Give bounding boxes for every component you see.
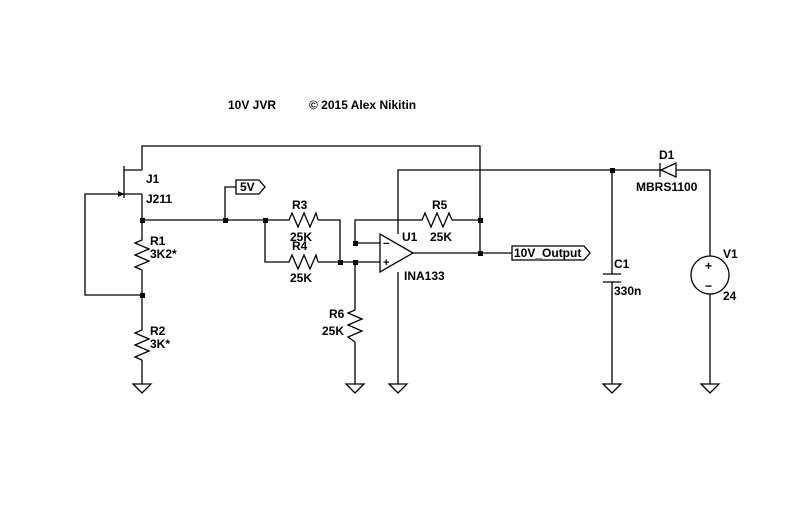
copyright-notice: © 2015 Alex Nikitin bbox=[309, 98, 416, 112]
opamp-noninverting-sign: + bbox=[383, 257, 389, 269]
voltage-source-v1[interactable]: + − V1 24 bbox=[690, 247, 738, 303]
wire-r4-left bbox=[264, 220, 285, 263]
wire-5v-label bbox=[224, 186, 236, 220]
resistor-r3[interactable]: R3 25K bbox=[285, 198, 319, 244]
junction-dot bbox=[223, 218, 228, 223]
v1-minus-sign: − bbox=[705, 279, 712, 293]
resistor-r6-body bbox=[346, 306, 364, 343]
wire-r5-left bbox=[354, 219, 418, 243]
r3-ref: R3 bbox=[292, 198, 308, 212]
v1-ref: V1 bbox=[723, 247, 738, 261]
net-label-5v[interactable]: 5V bbox=[235, 179, 266, 195]
jfet-gate-arrow bbox=[118, 191, 124, 197]
resistor-r1-body bbox=[133, 236, 151, 271]
r6-value: 25K bbox=[322, 324, 344, 338]
r4-value: 25K bbox=[290, 271, 312, 285]
ground-icon bbox=[601, 383, 623, 394]
r2-value: 3K* bbox=[150, 337, 170, 351]
opamp-inverting-sign: − bbox=[383, 238, 389, 250]
resistor-r2[interactable]: R2 3K* bbox=[133, 324, 170, 361]
v1-plus-sign: + bbox=[705, 259, 712, 273]
junction-dot bbox=[353, 260, 358, 265]
d1-ref: D1 bbox=[659, 148, 675, 162]
net-label-output[interactable]: 10V_Output bbox=[511, 245, 591, 261]
capacitor-c1[interactable]: C1 330n bbox=[603, 257, 641, 298]
ground-icon bbox=[131, 383, 153, 394]
diode-triangle bbox=[659, 161, 677, 179]
r3-value: 25K bbox=[290, 230, 312, 244]
schematic-title: 10V JVR bbox=[228, 98, 276, 112]
r5-ref: R5 bbox=[432, 198, 448, 212]
wire-gate-loop bbox=[84, 193, 142, 296]
resistor-r5[interactable]: R5 25K bbox=[418, 198, 453, 244]
junction-dot bbox=[353, 241, 358, 246]
c1-ref: C1 bbox=[614, 257, 630, 271]
junction-dot bbox=[263, 218, 268, 223]
resistor-r5-body bbox=[418, 211, 453, 229]
j1-ref: J1 bbox=[146, 172, 160, 186]
ground-icon bbox=[387, 383, 409, 394]
r1-value: 3K2* bbox=[150, 247, 177, 261]
junction-dot bbox=[140, 218, 145, 223]
net-label-output-flag bbox=[511, 245, 591, 261]
resistor-r1[interactable]: R1 3K2* bbox=[133, 234, 177, 271]
resistor-r3-body bbox=[285, 211, 319, 229]
net-label-5v-flag bbox=[235, 179, 266, 195]
resistor-r2-body bbox=[133, 326, 151, 361]
wire-top-rail bbox=[141, 145, 481, 220]
r2-ref: R2 bbox=[150, 324, 166, 338]
ground-symbols bbox=[131, 383, 721, 394]
opamp-triangle bbox=[379, 232, 415, 274]
u1-ref: U1 bbox=[402, 230, 418, 244]
wire-r3-right bbox=[318, 219, 341, 262]
r1-ref: R1 bbox=[150, 234, 166, 248]
ground-icon bbox=[344, 383, 366, 394]
junction-dot bbox=[338, 260, 343, 265]
resistor-r4-body bbox=[285, 253, 319, 271]
net-label-5v-text: 5V bbox=[240, 180, 255, 194]
r6-ref: R6 bbox=[329, 307, 345, 321]
wire-opamp-supply bbox=[397, 169, 612, 234]
junction-dot bbox=[140, 293, 145, 298]
r5-value: 25K bbox=[430, 230, 452, 244]
wire-r5-right bbox=[452, 219, 481, 253]
junction-dots bbox=[140, 168, 615, 298]
u1-value: INA133 bbox=[404, 269, 445, 283]
diode-d1[interactable]: D1 MBRS1100 bbox=[636, 148, 698, 194]
r4-ref: R4 bbox=[292, 239, 308, 253]
resistor-r6[interactable]: R6 25K bbox=[322, 306, 364, 343]
opamp-u1[interactable]: − + U1 INA133 bbox=[379, 230, 445, 283]
c1-value: 330n bbox=[614, 284, 641, 298]
junction-dot bbox=[478, 251, 483, 256]
resistor-r4[interactable]: R4 25K bbox=[285, 239, 319, 285]
junction-dot bbox=[478, 218, 483, 223]
jfet-j1[interactable]: J1 J211 bbox=[118, 166, 172, 206]
ground-icon bbox=[699, 383, 721, 394]
d1-value: MBRS1100 bbox=[636, 180, 698, 194]
v1-value: 24 bbox=[723, 289, 737, 303]
junction-dot bbox=[610, 168, 615, 173]
net-label-output-text: 10V_Output bbox=[514, 246, 581, 260]
j1-value: J211 bbox=[146, 192, 172, 206]
wire-diode-v1 bbox=[676, 169, 711, 256]
voltage-source-circle bbox=[690, 255, 730, 295]
